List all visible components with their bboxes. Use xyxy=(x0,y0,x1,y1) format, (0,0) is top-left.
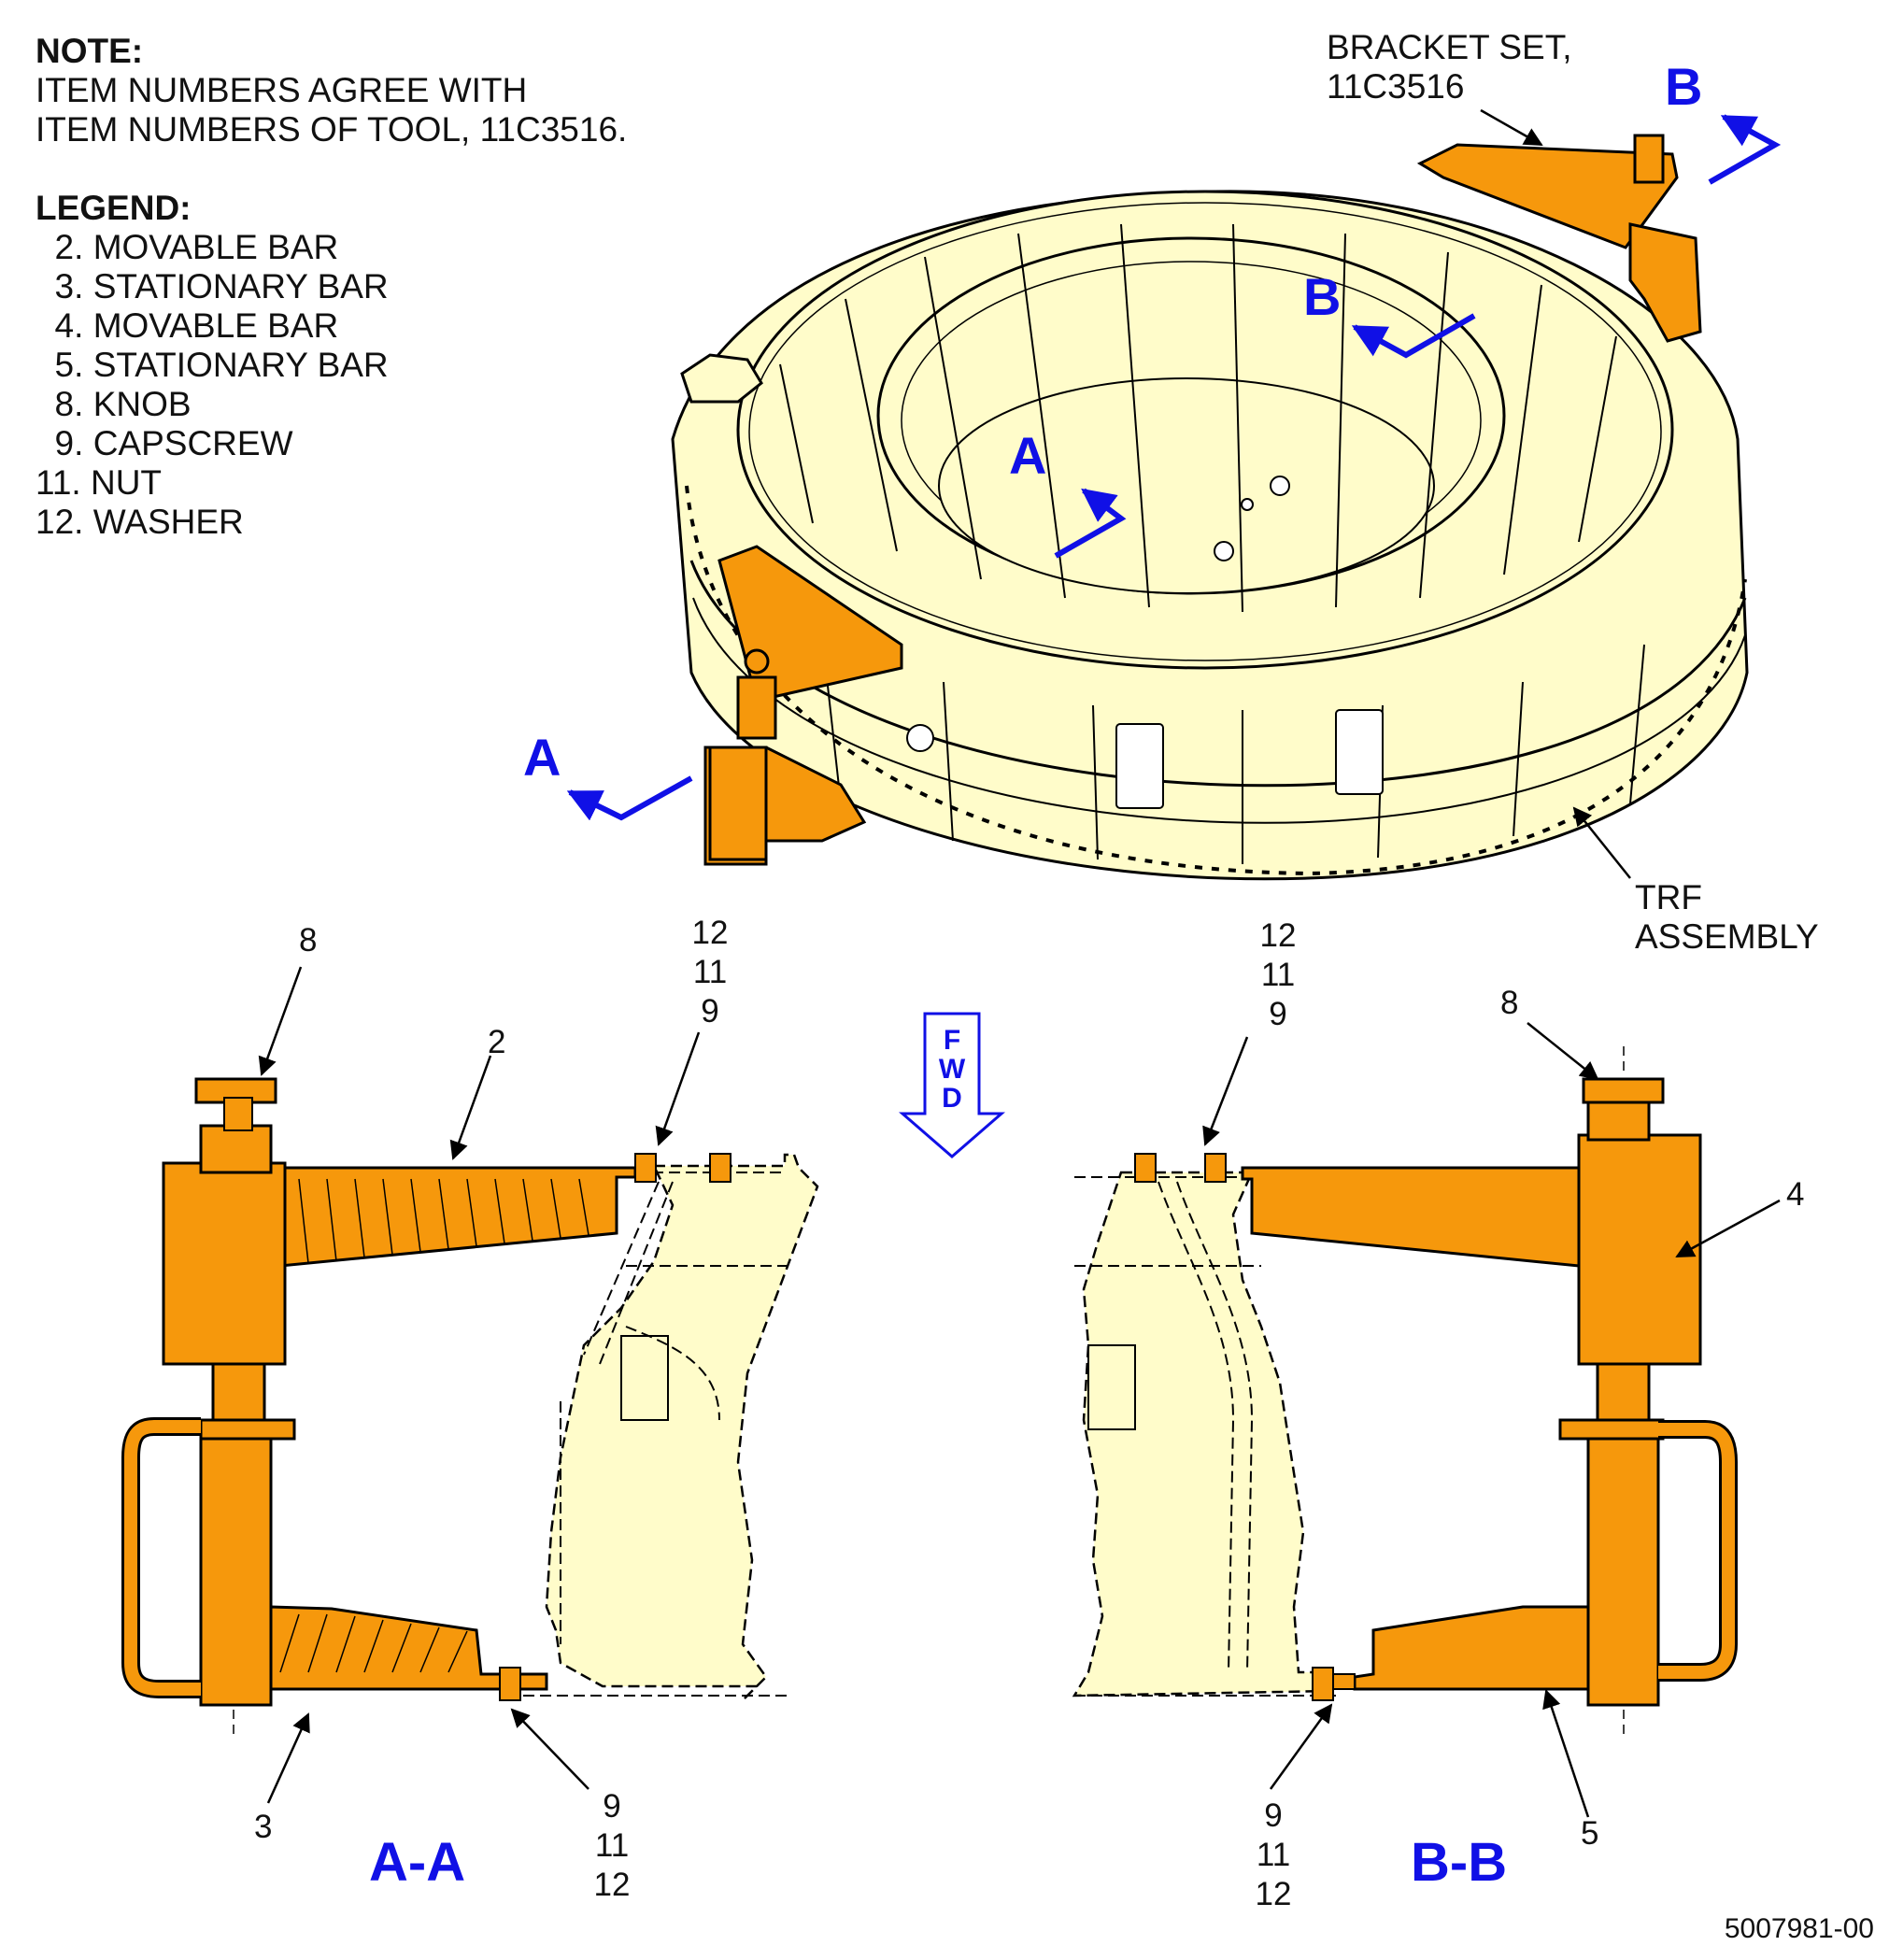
callout-stationary-bar: 3 xyxy=(254,1809,273,1845)
trf-assembly-label: TRF ASSEMBLY xyxy=(1635,878,1819,956)
callout-stack-bottom-aa: 9 11 12 xyxy=(593,1788,631,1903)
legend-item: 8. KNOB xyxy=(36,385,192,423)
forward-arrow xyxy=(898,1012,1006,1158)
legend-heading: LEGEND: xyxy=(36,189,192,227)
section-aa-drawing xyxy=(121,1077,819,1738)
legend-item: 5. STATIONARY BAR xyxy=(36,346,389,384)
section-marker-a: A xyxy=(1009,426,1047,485)
callout-stationary-bar: 5 xyxy=(1581,1815,1599,1852)
figure-number: 5007981-00 xyxy=(1724,1913,1874,1944)
legend-item: 3. STATIONARY BAR xyxy=(36,267,389,305)
section-title-aa: A-A xyxy=(369,1832,466,1893)
legend-item: 12. WASHER xyxy=(36,503,244,541)
legend-item: 4. MOVABLE BAR xyxy=(36,306,339,345)
callout-stack-bottom-bb: 9 11 12 xyxy=(1255,1797,1292,1912)
section-marker-a: A xyxy=(523,728,561,787)
section-bb-assembly xyxy=(1072,1171,1333,1697)
callout-knob: 8 xyxy=(299,922,318,959)
legend-item: 2. MOVABLE BAR xyxy=(36,228,339,266)
section-title-bb: B-B xyxy=(1411,1832,1508,1893)
section-aa-assembly xyxy=(545,1153,819,1701)
section-bb-stationary-bar xyxy=(1353,1605,1590,1691)
section-cut-lines xyxy=(566,114,1782,821)
bracket-b-isometric xyxy=(1416,134,1702,343)
bracket-set-label: BRACKET SET, 11C3516 xyxy=(1327,28,1572,106)
trf-assembly-drawing xyxy=(671,190,1749,881)
forward-label: F W D xyxy=(938,1025,966,1114)
legend-item: 9. CAPSCREW xyxy=(36,424,293,462)
section-bb-drawing xyxy=(1072,1046,1738,1738)
legend-list: 2. MOVABLE BAR 3. STATIONARY BAR 4. MOVA… xyxy=(36,228,627,542)
callout-movable-bar: 4 xyxy=(1786,1176,1805,1213)
section-marker-b: B xyxy=(1665,57,1703,116)
callout-knob: 8 xyxy=(1500,985,1519,1021)
bracket-a-isometric xyxy=(703,545,903,866)
trf-bore xyxy=(938,377,1435,594)
callout-movable-bar: 2 xyxy=(488,1024,506,1060)
callout-stack-top-aa: 12 11 9 xyxy=(691,915,729,1030)
leader-lines xyxy=(258,108,1781,1818)
legend-item: 11. NUT xyxy=(36,463,163,502)
note-line-1: ITEM NUMBERS AGREE WITH xyxy=(36,71,528,109)
callout-stack-top-bb: 12 11 9 xyxy=(1259,917,1297,1032)
note-block: NOTE: ITEM NUMBERS AGREE WITH ITEM NUMBE… xyxy=(36,32,627,542)
note-heading: NOTE: xyxy=(36,32,144,70)
note-line-2: ITEM NUMBERS OF TOOL, 11C3516. xyxy=(36,110,628,149)
section-marker-b: B xyxy=(1303,267,1342,326)
